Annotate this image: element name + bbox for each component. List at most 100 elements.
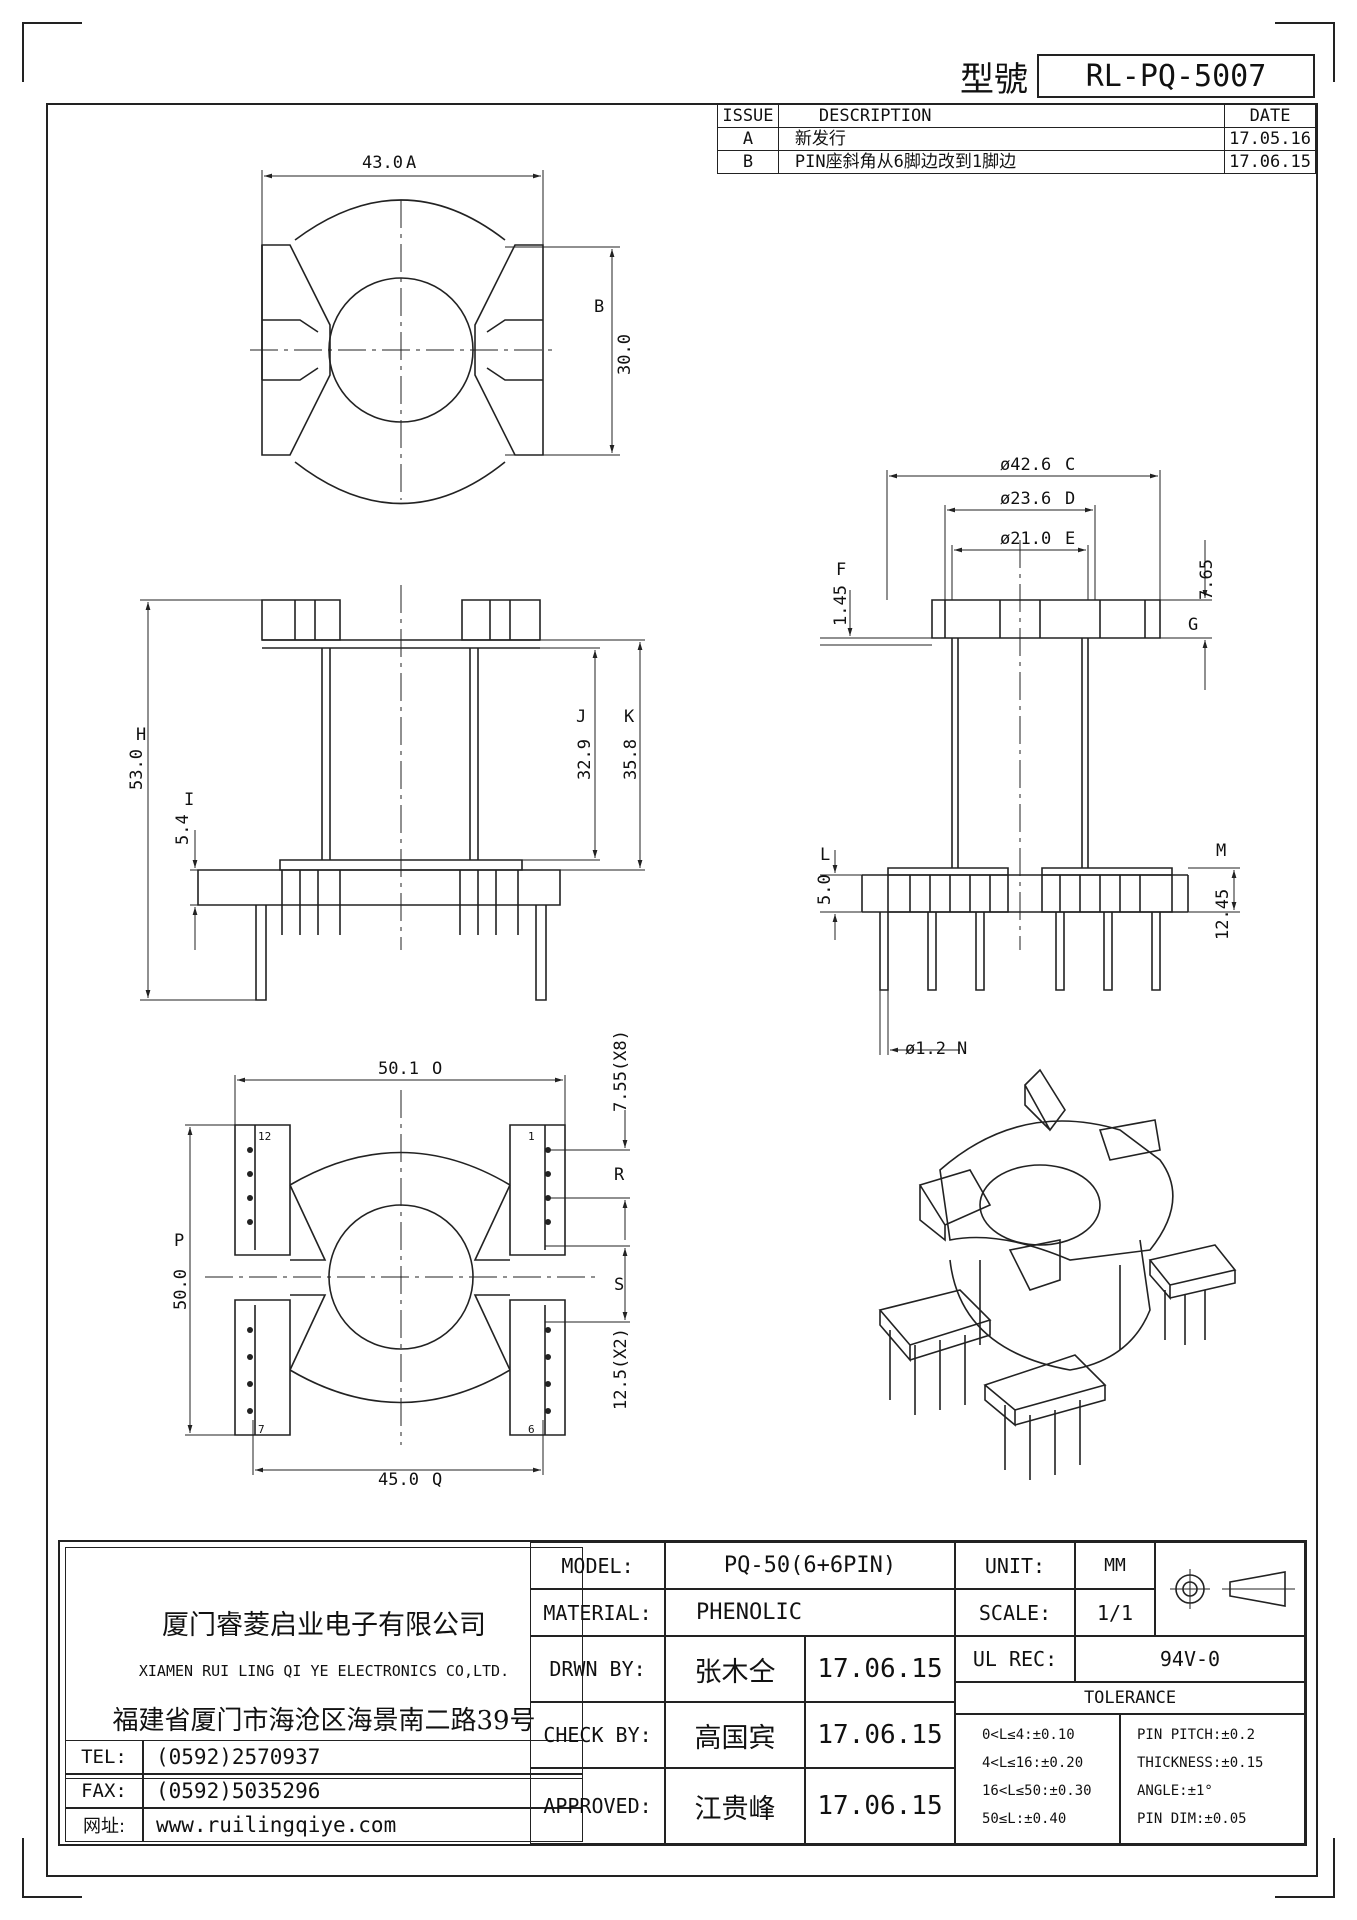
projection-symbol bbox=[1155, 1542, 1305, 1636]
pin-markers bbox=[247, 1147, 551, 1414]
dim-letter-G: G bbox=[1188, 615, 1198, 635]
pin-marker bbox=[545, 1408, 551, 1414]
revision-table: ISSUE DESCRIPTION DATE A 新发行 17.05.16 B … bbox=[717, 104, 1316, 174]
dim-P-value: 50.0 bbox=[171, 1269, 191, 1310]
unit-label: UNIT: bbox=[955, 1542, 1075, 1589]
ul-rec-value: 94V-0 bbox=[1075, 1636, 1305, 1682]
fax-value: (0592)5035296 bbox=[143, 1774, 583, 1808]
pin-marker bbox=[247, 1354, 253, 1360]
rev-date: 17.06.15 bbox=[1224, 150, 1316, 174]
web-link[interactable]: www.ruilingqiye.com bbox=[156, 1813, 397, 1837]
ul-rec-label: UL REC: bbox=[955, 1636, 1075, 1682]
pin-marker bbox=[247, 1147, 253, 1153]
pin-marker bbox=[545, 1171, 551, 1177]
crop-mark-bottom-right bbox=[1275, 1838, 1335, 1898]
dim-M-value: 12.45 bbox=[1213, 889, 1233, 940]
tolerance-item: 0<L≤4:±0.10 bbox=[982, 1727, 1075, 1743]
dim-G-value: 7.65 bbox=[1197, 559, 1217, 600]
pin-marker bbox=[545, 1219, 551, 1225]
dim-letter-I: I bbox=[184, 790, 194, 810]
approved-date: 17.06.15 bbox=[805, 1768, 955, 1844]
dim-letter-N: N bbox=[957, 1039, 967, 1059]
approved-label: APPROVED: bbox=[530, 1768, 665, 1844]
dim-letter-O: O bbox=[432, 1059, 442, 1079]
check-date: 17.06.15 bbox=[805, 1702, 955, 1768]
dim-letter-M: M bbox=[1216, 841, 1226, 861]
pin-marker bbox=[545, 1327, 551, 1333]
tel-label: TEL: bbox=[65, 1740, 143, 1774]
check-by-label: CHECK BY: bbox=[530, 1702, 665, 1768]
tolerance-title: TOLERANCE bbox=[955, 1682, 1305, 1714]
pin-marker bbox=[247, 1408, 253, 1414]
crop-mark-top-right bbox=[1275, 22, 1335, 82]
dim-letter-E: E bbox=[1065, 529, 1075, 549]
rev-header-issue: ISSUE bbox=[717, 104, 779, 128]
model-number: RL-PQ-5007 bbox=[1037, 54, 1315, 98]
pin-marker bbox=[247, 1219, 253, 1225]
dim-letter-B: B bbox=[594, 297, 604, 317]
pin-number-6: 6 bbox=[528, 1423, 535, 1436]
dim-letter-L: L bbox=[820, 845, 830, 865]
technical-drawing: 43.0 A 30.0 B ø42.6 C ø23.6 D ø21.0 E 1.… bbox=[127, 153, 1240, 1490]
dim-O-value: 50.1 bbox=[378, 1059, 419, 1079]
isometric-view bbox=[878, 1068, 1237, 1480]
scale-value: 1/1 bbox=[1075, 1589, 1155, 1636]
dim-C-value: ø42.6 bbox=[1000, 455, 1051, 475]
top-view bbox=[250, 170, 620, 505]
company-box: 厦门睿菱启业电子有限公司 XIAMEN RUI LING QI YE ELECT… bbox=[65, 1547, 583, 1779]
dim-S-value: 12.5(X2) bbox=[611, 1328, 631, 1410]
tolerance-item: PIN DIM:±0.05 bbox=[1137, 1811, 1247, 1827]
pin-number-1: 1 bbox=[528, 1130, 535, 1143]
dim-letter-A: A bbox=[406, 153, 416, 173]
dim-letter-H: H bbox=[136, 725, 146, 745]
dim-letter-J: J bbox=[576, 707, 586, 727]
dim-H-value: 53.0 bbox=[127, 749, 147, 790]
model-field-value: PQ-50(6+6PIN) bbox=[665, 1542, 955, 1589]
dim-K-value: 35.8 bbox=[621, 739, 641, 780]
contact-block: TEL: (0592)2570937 FAX: (0592)5035296 网址… bbox=[65, 1740, 583, 1843]
tel-value: (0592)2570937 bbox=[143, 1740, 583, 1774]
pin-marker bbox=[247, 1327, 253, 1333]
tolerance-item: 16<L≤50:±0.30 bbox=[982, 1783, 1092, 1799]
pin-number-12: 12 bbox=[258, 1130, 271, 1143]
unit-value: MM bbox=[1075, 1542, 1155, 1589]
tolerance-list: 0<L≤4:±0.10 4<L≤16:±0.20 16<L≤50:±0.30 5… bbox=[955, 1714, 1120, 1844]
dim-L-value: 5.0 bbox=[815, 874, 835, 905]
tolerance-item: THICKNESS:±0.15 bbox=[1137, 1755, 1264, 1771]
pin-marker bbox=[545, 1354, 551, 1360]
rev-description: PIN座斜角从6脚边改到1脚边 bbox=[777, 150, 1226, 174]
pin-marker bbox=[247, 1381, 253, 1387]
model-label: 型號 bbox=[960, 60, 1028, 100]
pin-marker bbox=[545, 1147, 551, 1153]
dim-letter-R: R bbox=[614, 1165, 625, 1185]
pin-marker bbox=[545, 1195, 551, 1201]
model-field-label: MODEL: bbox=[530, 1542, 665, 1589]
dim-I-value: 5.4 bbox=[173, 814, 193, 845]
tolerance-item: 50≤L:±0.40 bbox=[982, 1811, 1067, 1827]
web-value[interactable]: www.ruilingqiye.com bbox=[143, 1808, 583, 1842]
dim-J-value: 32.9 bbox=[575, 739, 595, 780]
dim-letter-C: C bbox=[1065, 455, 1075, 475]
approved-name: 江贵峰 bbox=[665, 1768, 805, 1844]
crop-mark-bottom-left bbox=[22, 1838, 82, 1898]
rev-header-date: DATE bbox=[1224, 104, 1316, 128]
dim-letter-F: F bbox=[836, 560, 846, 580]
drawing-sheet bbox=[46, 103, 1318, 1877]
dim-N-value: ø1.2 bbox=[905, 1039, 946, 1059]
tolerance-item: ANGLE:±1° bbox=[1137, 1783, 1213, 1799]
drawn-date: 17.06.15 bbox=[805, 1636, 955, 1702]
drawn-by-label: DRWN BY: bbox=[530, 1636, 665, 1702]
rev-issue: B bbox=[717, 150, 779, 174]
dim-B-value: 30.0 bbox=[615, 334, 635, 375]
dim-letter-Q: Q bbox=[432, 1470, 442, 1490]
dim-letter-P: P bbox=[174, 1231, 184, 1251]
dim-E-value: ø21.0 bbox=[1000, 529, 1051, 549]
tolerance-item: PIN PITCH:±0.2 bbox=[1137, 1727, 1256, 1743]
pin-marker bbox=[247, 1171, 253, 1177]
pin-number-7: 7 bbox=[258, 1423, 265, 1436]
side-view bbox=[140, 585, 645, 1001]
drawn-by-name: 张木仝 bbox=[665, 1636, 805, 1702]
company-address: 福建省厦门市海沧区海景南二路39号 bbox=[112, 1706, 536, 1736]
tolerance-list-right: PIN PITCH:±0.2 THICKNESS:±0.15 ANGLE:±1°… bbox=[1120, 1714, 1305, 1844]
pin-marker bbox=[545, 1381, 551, 1387]
